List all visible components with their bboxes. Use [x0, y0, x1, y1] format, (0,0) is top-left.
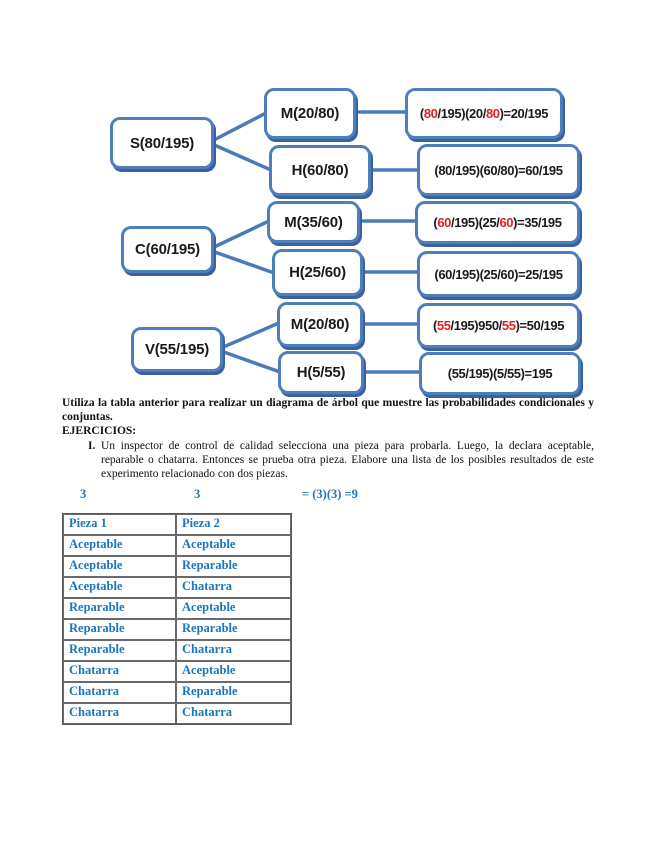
- result-part-highlight: 55: [501, 318, 516, 333]
- table-cell: Aceptable: [63, 535, 176, 556]
- result-part: (: [419, 106, 424, 121]
- tree-child-label: M(20/80): [280, 105, 340, 122]
- table-row: Chatarra Aceptable: [63, 661, 291, 682]
- table-cell: Reparable: [176, 556, 291, 577]
- result-text: (60/195)(25/60)=25/195: [434, 266, 563, 282]
- count-pieza2: 3: [194, 487, 201, 501]
- table-row: Aceptable Aceptable: [63, 535, 291, 556]
- result-part: )=50/195: [515, 318, 565, 333]
- connector-line: [210, 249, 276, 275]
- table-row: Reparable Chatarra: [63, 640, 291, 661]
- table-cell: Reparable: [63, 619, 176, 640]
- tree-result-3: (60/195)(25/60)=35/195: [415, 201, 580, 244]
- table-row: Reparable Reparable: [63, 619, 291, 640]
- result-part: /195)950/: [450, 318, 503, 333]
- connector-line: [219, 321, 281, 350]
- tree-result-5: (55/195)950/55)=50/195: [417, 303, 580, 348]
- result-part: )=35/195: [513, 215, 562, 230]
- counts-annotation: 3 3 = (3)(3) =9: [0, 487, 655, 503]
- tree-result-4: (60/195)(25/60)=25/195: [417, 251, 580, 297]
- table-cell: Chatarra: [176, 703, 291, 724]
- connector-line: [210, 142, 273, 172]
- tree-root-c-label: C(60/195): [135, 241, 200, 258]
- tree-root-c: C(60/195): [121, 226, 214, 273]
- result-part: /195)(20/: [437, 106, 487, 121]
- result-text: (55/195)(5/55)=195: [447, 366, 553, 381]
- table-cell: Chatarra: [176, 577, 291, 598]
- table-cell: Aceptable: [63, 556, 176, 577]
- tree-root-v: V(55/195): [131, 327, 223, 372]
- connector-line: [219, 349, 282, 374]
- table-header-row: Pieza 1 Pieza 2: [63, 514, 291, 535]
- tree-result-6: (55/195)(5/55)=195: [419, 352, 581, 395]
- table-row: Aceptable Chatarra: [63, 577, 291, 598]
- table-cell: Aceptable: [176, 661, 291, 682]
- tree-child-label: M(20/80): [290, 316, 350, 333]
- result-text: (80/195)(60/80)=60/195: [434, 162, 563, 178]
- tree-child-label: H(5/55): [296, 364, 346, 381]
- table-row: Chatarra Chatarra: [63, 703, 291, 724]
- table-header-pieza-1: Pieza 1: [63, 514, 176, 535]
- results-table: Pieza 1 Pieza 2 Aceptable Aceptable Acep…: [62, 513, 292, 725]
- table-row: Aceptable Reparable: [63, 556, 291, 577]
- table-cell: Reparable: [63, 640, 176, 661]
- table-cell: Reparable: [63, 598, 176, 619]
- tree-child-m-20-80-bottom: M(20/80): [277, 302, 363, 347]
- table-cell: Aceptable: [176, 535, 291, 556]
- table-row: Chatarra Reparable: [63, 682, 291, 703]
- table-header-pieza-2: Pieza 2: [176, 514, 291, 535]
- instruction-paragraph-line2: conjuntas.: [62, 411, 113, 423]
- table-cell: Aceptable: [176, 598, 291, 619]
- tree-result-2: (80/195)(60/80)=60/195: [417, 144, 580, 196]
- table-cell: Chatarra: [63, 661, 176, 682]
- result-part: (: [433, 215, 438, 230]
- instruction-paragraph-line1: Utiliza la tabla anterior para realizar …: [62, 397, 594, 409]
- connector-line: [210, 111, 268, 143]
- result-part-highlight: 60: [499, 215, 514, 230]
- ejercicios-heading: EJERCICIOS:: [62, 425, 137, 437]
- exercise-line1: Un inspector de control de calidad selec…: [101, 440, 594, 452]
- body-text: Utiliza la tabla anterior para realizar …: [62, 396, 594, 481]
- tree-child-label: H(60/80): [291, 162, 349, 179]
- connector-line: [210, 219, 271, 250]
- exercise-item-marker: I.: [88, 440, 96, 452]
- tree-child-label: M(35/60): [284, 213, 343, 231]
- tree-child-h-5-55: H(5/55): [278, 351, 364, 394]
- tree-root-v-label: V(55/195): [144, 341, 210, 358]
- count-formula: = (3)(3) =9: [302, 487, 358, 501]
- table-cell: Aceptable: [63, 577, 176, 598]
- tree-child-m-20-80-top: M(20/80): [264, 88, 356, 139]
- result-part: (: [432, 318, 437, 333]
- tree-root-s-label: S(80/195): [129, 134, 195, 152]
- result-part-highlight: 80: [485, 106, 500, 121]
- exercise-item-text: Un inspector de control de calidad selec…: [101, 439, 594, 481]
- tree-child-h-25-60: H(25/60): [272, 249, 363, 296]
- table-cell: Chatarra: [63, 682, 176, 703]
- tree-child-h-60-80: H(60/80): [269, 145, 371, 196]
- table-cell: Chatarra: [176, 640, 291, 661]
- table-cell: Reparable: [176, 619, 291, 640]
- count-pieza1: 3: [80, 487, 87, 501]
- result-part-highlight: 80: [423, 106, 438, 121]
- result-part: )=20/195: [499, 106, 549, 121]
- result-part-highlight: 60: [437, 215, 451, 230]
- tree-child-label: H(25/60): [289, 264, 346, 281]
- tree-child-m-35-60: M(35/60): [267, 201, 360, 243]
- tree-root-s: S(80/195): [110, 117, 214, 169]
- exercise-line3: experimento relacionado con dos piezas.: [101, 468, 288, 480]
- exercise-item-1: I. Un inspector de control de calidad se…: [62, 439, 594, 481]
- tree-result-1: (80/195)(20/80)=20/195: [405, 88, 563, 139]
- table-cell: Chatarra: [63, 703, 176, 724]
- result-part: /195)(25/: [451, 215, 500, 230]
- result-part-highlight: 55: [436, 318, 451, 333]
- table-cell: Reparable: [176, 682, 291, 703]
- table-row: Reparable Aceptable: [63, 598, 291, 619]
- exercise-line2: reparable o chatarra. Entonces se prueba…: [101, 454, 594, 466]
